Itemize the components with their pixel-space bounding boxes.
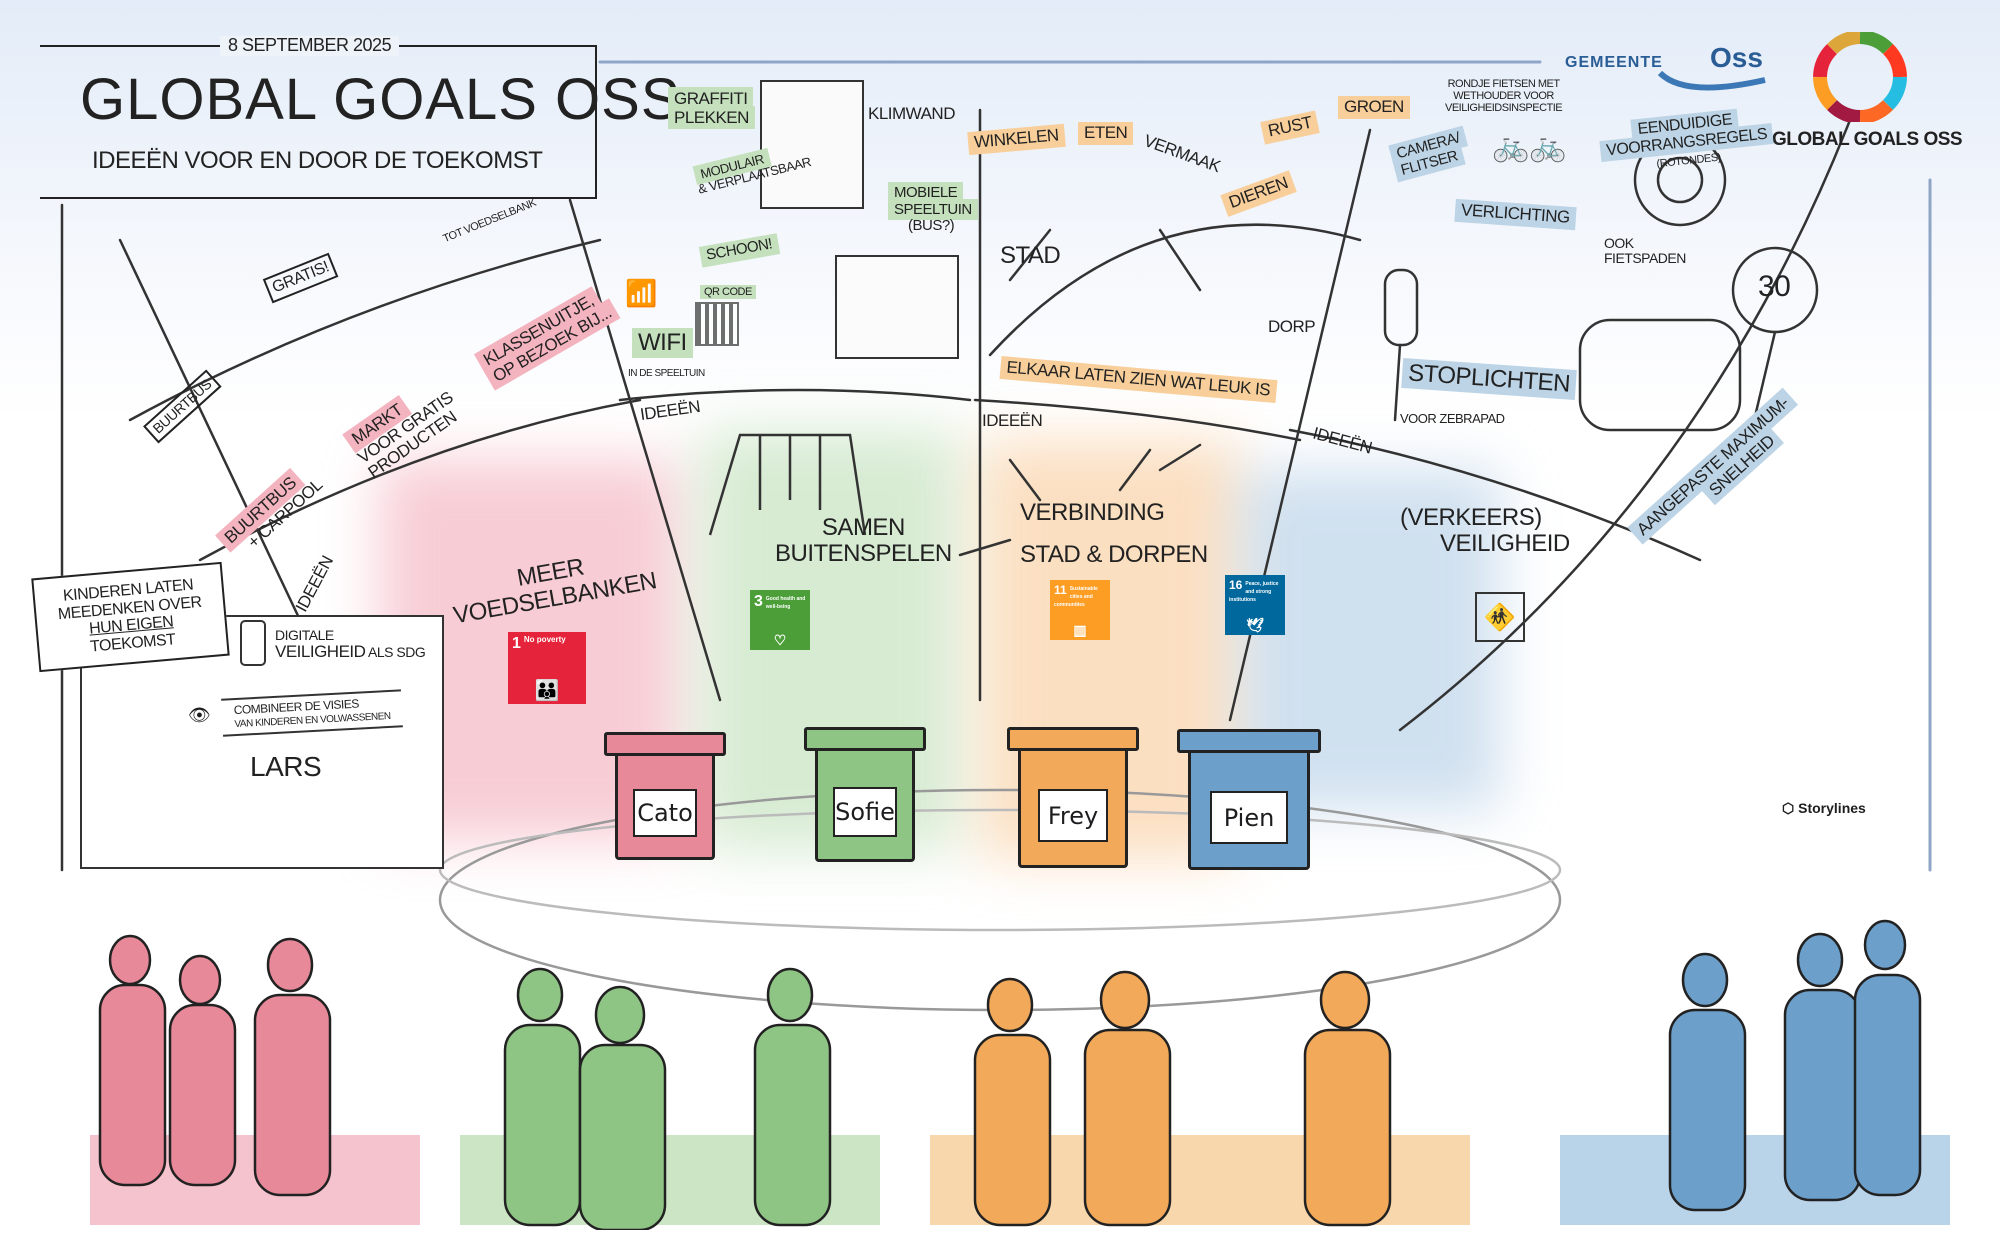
pedestrian-crossing-sign-icon: 🚸 <box>1475 592 1525 642</box>
dorp-label: Dorp <box>1268 317 1316 336</box>
sdg-title: Good health and well-being <box>765 596 806 610</box>
city-icon: ▥ <box>1073 622 1087 638</box>
stad-dorpen-label: Stad & dorpen <box>1020 541 1208 568</box>
mobile-playground-bus <box>835 255 959 359</box>
climbing-wall <box>760 80 864 209</box>
storylines-label: Storylines <box>1798 800 1866 816</box>
eye-icon: 👁 <box>188 705 211 725</box>
label-line: veiligheid <box>275 642 366 662</box>
phone-icon <box>240 620 266 666</box>
podium-pien: Pien <box>1177 729 1321 870</box>
graffiti-label: Graffitiplekken <box>668 87 755 129</box>
podium-top <box>1177 729 1321 753</box>
groen-label: Groen <box>1338 96 1410 119</box>
label-line: Graffiti <box>668 87 754 110</box>
verkeersveiligheid-label: (Verkeers)veiligheid <box>1400 504 1570 558</box>
speed-sign-30: 30 <box>1758 270 1791 303</box>
speaker-name: Cato <box>633 789 697 837</box>
verbinding-label: Verbinding <box>1020 499 1165 526</box>
label-line: (Verkeers) <box>1400 504 1542 531</box>
sdg-title: No poverty <box>523 635 566 644</box>
label-line: veiligheidsinspectie <box>1445 102 1563 115</box>
podium-frey: Frey <box>1007 727 1139 868</box>
sdg-title: Peace, justice and strong institutions <box>1229 581 1279 603</box>
sdg-number: 16 <box>1229 578 1243 592</box>
label-line: als SDG <box>368 644 426 661</box>
sdg-title: Sustainable cities and communities <box>1054 586 1098 608</box>
label-line: fietspaden <box>1604 250 1686 267</box>
swing-set-icon <box>708 433 867 536</box>
audience-figures <box>98 919 1922 1230</box>
eten-label: Eten <box>1078 122 1134 145</box>
ook-fietspaden-label: ookfietspaden <box>1604 235 1686 267</box>
cyclists-icon: 🚲🚲 <box>1492 130 1567 163</box>
podium-cato: Cato <box>604 732 726 860</box>
family-icon: 👪 <box>534 680 560 702</box>
label-line: Mobiele <box>888 182 964 203</box>
label-line: speeltuin <box>888 198 978 220</box>
page-title: Global Goals Oss <box>80 67 681 132</box>
storylines-logo: ⬡ Storylines <box>1782 800 1866 817</box>
label-line: Buitenspelen <box>775 540 952 568</box>
wifi-sublabel: in de speeltuin <box>628 368 705 379</box>
lars-name: Lars <box>250 751 322 782</box>
label-line: veiligheid <box>1440 530 1570 558</box>
event-date: 8 September 2025 <box>220 35 400 56</box>
global-goals-oss-logo-text: GLOBAL GOALS OSS <box>1772 129 1963 150</box>
ideeen-orange: Ideeën <box>982 411 1043 430</box>
page-subtitle: Ideeën voor en door de toekomst <box>92 147 543 174</box>
label-line: wethouder voor <box>1453 90 1554 103</box>
stad-label: Stad <box>1000 242 1061 269</box>
label-line: (bus?) <box>908 217 955 234</box>
speaker-name: Frey <box>1037 789 1109 843</box>
samen-buitenspelen-label: SamenBuitenspelen <box>775 514 952 568</box>
voor-zebrapad-label: voor zebrapad <box>1400 411 1505 426</box>
label-line: ook <box>1604 235 1634 251</box>
speaker-name: Sofie <box>833 787 897 838</box>
gemeente-label: Gemeente <box>1565 54 1663 71</box>
wifi-label: Wifi <box>632 328 693 359</box>
digitale-veiligheid-label: Digitaleveiligheid als SDG <box>275 627 426 662</box>
oss-label: Oss <box>1710 42 1763 73</box>
label-line: Rondje fietsen met <box>1447 78 1561 90</box>
label-line: Samen <box>821 514 905 541</box>
sdg-wheel-icon <box>1813 32 1907 122</box>
podium-top <box>604 732 726 756</box>
wifi-icon: 📶 <box>625 278 658 308</box>
sdg-number: 1 <box>512 635 521 652</box>
qr-code-label: QR code <box>700 285 756 300</box>
podium-top <box>1007 727 1139 751</box>
sdg-number: 3 <box>754 593 763 610</box>
speaker-name: Pien <box>1209 791 1289 845</box>
qr-code-icon <box>695 302 739 346</box>
rondje-fietsen-label: Rondje fietsen metwethouder voorveilighe… <box>1445 78 1563 115</box>
sdg-number: 11 <box>1054 583 1067 597</box>
label-line: plekken <box>668 105 755 129</box>
gemeente-oss-logo: Gemeente Oss <box>1565 40 1775 100</box>
speech-bubble: Kinderen latenmeedenken overhun eigentoe… <box>31 561 230 673</box>
mobiele-speeltuin-label: Mobielespeeltuin(bus?) <box>888 182 978 235</box>
klimwand-label: Klimwand <box>868 104 956 123</box>
dove-icon: 🕊 <box>1246 617 1264 633</box>
podium-top <box>804 727 926 751</box>
label-line: Digitale <box>275 627 334 643</box>
gemeente-swoosh-icon <box>1657 70 1766 91</box>
heartbeat-icon: ♡ <box>773 632 787 648</box>
storylines-icon: ⬡ <box>1782 800 1799 816</box>
podium-sofie: Sofie <box>804 727 926 862</box>
